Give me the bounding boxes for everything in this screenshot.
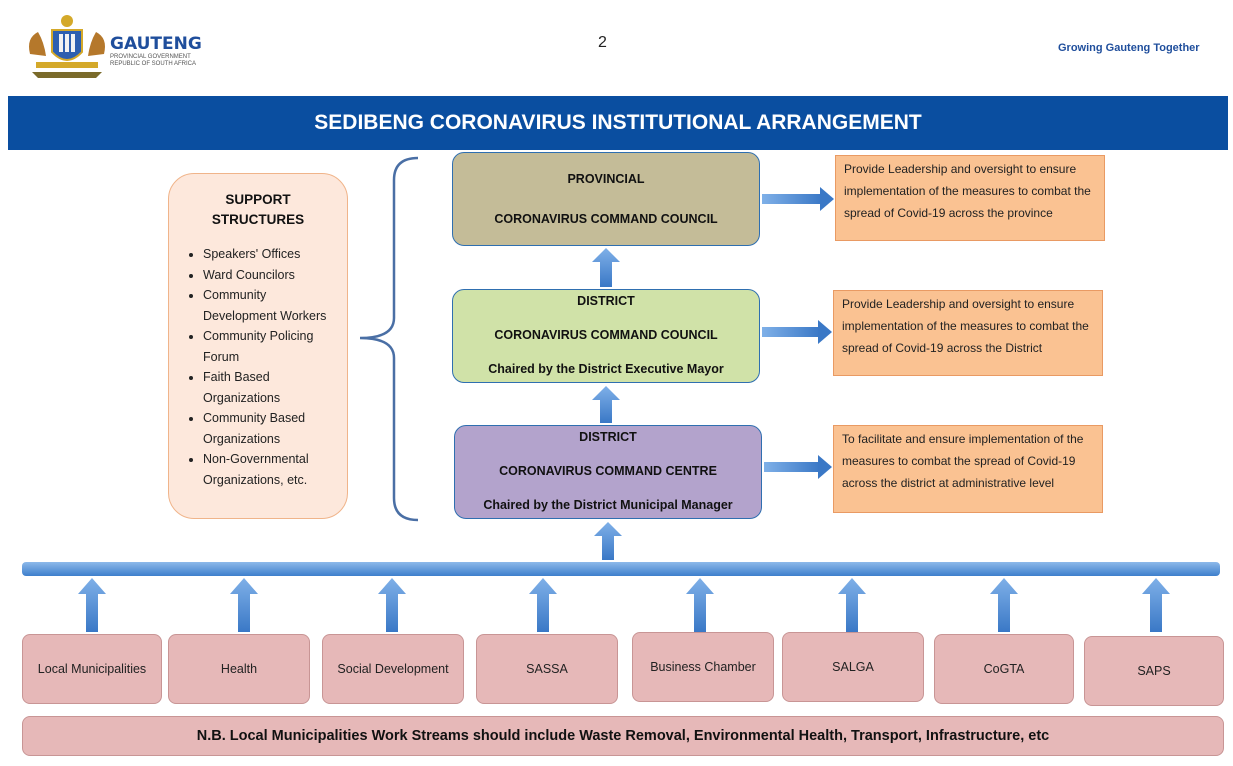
- arrow-up-icon: [838, 578, 866, 632]
- arrow-right-icon: [762, 187, 834, 211]
- arrow-up-icon: [230, 578, 258, 632]
- logo-text: GAUTENG: [110, 34, 202, 54]
- council-chair: Chaired by the District Executive Mayor: [488, 362, 724, 376]
- provincial-council-box: PROVINCIAL CORONAVIRUS COMMAND COUNCIL: [452, 152, 760, 246]
- support-item: Non-Governmental Organizations, etc.: [203, 449, 339, 490]
- work-stream-box: CoGTA: [934, 634, 1074, 704]
- logo-subtitle-line: PROVINCIAL GOVERNMENT: [110, 54, 191, 60]
- support-list: Speakers' Offices Ward Councilors Commun…: [183, 244, 339, 490]
- council-level: DISTRICT: [579, 430, 637, 444]
- arrow-up-icon: [592, 248, 620, 287]
- work-stream-box: Local Municipalities: [22, 634, 162, 704]
- arrow-right-icon: [764, 455, 832, 479]
- arrow-up-icon: [1142, 578, 1170, 632]
- council-level: DISTRICT: [577, 294, 635, 308]
- district-centre-box: DISTRICT CORONAVIRUS COMMAND CENTRE Chai…: [454, 425, 762, 519]
- arrow-up-icon: [78, 578, 106, 632]
- curly-brace-icon: [359, 156, 419, 522]
- support-item: Community Policing Forum: [203, 326, 339, 367]
- council-level: PROVINCIAL: [567, 172, 645, 186]
- note-banner: N.B. Local Municipalities Work Streams s…: [22, 716, 1224, 756]
- tagline: Growing Gauteng Together: [1058, 42, 1200, 54]
- provincial-description: Provide Leadership and oversight to ensu…: [835, 155, 1105, 241]
- work-stream-box: Business Chamber: [632, 632, 774, 702]
- work-stream-box: Health: [168, 634, 310, 704]
- gauteng-logo: [22, 12, 202, 78]
- arrow-up-icon: [686, 578, 714, 632]
- page-title: SEDIBENG CORONAVIRUS INSTITUTIONAL ARRAN…: [8, 96, 1228, 150]
- arrow-up-icon: [594, 522, 622, 560]
- support-item: Ward Councilors: [203, 265, 339, 286]
- arrow-up-icon: [378, 578, 406, 632]
- page-number: 2: [598, 34, 607, 51]
- council-name: CORONAVIRUS COMMAND CENTRE: [499, 464, 717, 478]
- district-council-description: Provide Leadership and oversight to ensu…: [833, 290, 1103, 376]
- work-stream-box: SALGA: [782, 632, 924, 702]
- arrow-up-icon: [529, 578, 557, 632]
- support-item: Community Development Workers: [203, 285, 339, 326]
- district-centre-description: To facilitate and ensure implementation …: [833, 425, 1103, 513]
- work-stream-box: SASSA: [476, 634, 618, 704]
- support-item: Speakers' Offices: [203, 244, 339, 265]
- work-stream-box: SAPS: [1084, 636, 1224, 706]
- logo-subtitle-line: REPUBLIC OF SOUTH AFRICA: [110, 61, 197, 67]
- council-name: CORONAVIRUS COMMAND COUNCIL: [494, 212, 718, 226]
- logo-subtitle: PROVINCIAL GOVERNMENT REPUBLIC OF SOUTH …: [110, 54, 196, 68]
- arrow-up-icon: [592, 386, 620, 423]
- work-streams-bar: [22, 562, 1220, 576]
- support-item: Community Based Organizations: [203, 408, 339, 449]
- district-council-box: DISTRICT CORONAVIRUS COMMAND COUNCIL Cha…: [452, 289, 760, 383]
- arrow-right-icon: [762, 320, 832, 344]
- support-structures-box: SUPPORT STRUCTURES Speakers' Offices War…: [168, 173, 348, 519]
- work-stream-box: Social Development: [322, 634, 464, 704]
- support-item: Faith Based Organizations: [203, 367, 339, 408]
- support-title-line: STRUCTURES: [211, 212, 305, 227]
- council-name: CORONAVIRUS COMMAND COUNCIL: [494, 328, 718, 342]
- council-chair: Chaired by the District Municipal Manage…: [483, 498, 733, 512]
- coat-of-arms-icon: [29, 15, 105, 78]
- arrow-up-icon: [990, 578, 1018, 632]
- support-title-line: SUPPORT: [225, 192, 291, 207]
- support-title: SUPPORT STRUCTURES: [183, 190, 339, 230]
